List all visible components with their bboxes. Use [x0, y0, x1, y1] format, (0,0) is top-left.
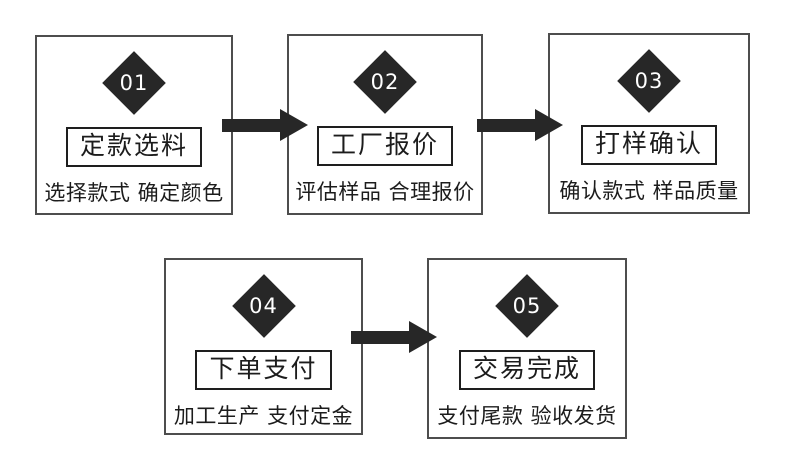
- step-5-title: 交易完成: [458, 350, 595, 390]
- step-2-title: 工厂报价: [316, 126, 453, 166]
- arrow-right-icon: [351, 321, 437, 353]
- step-4-subtitle: 加工生产 支付定金: [173, 403, 354, 428]
- step-4-number-badge: 04: [231, 273, 297, 339]
- step-box-1: 01 定款选料 选择款式 确定颜色: [35, 35, 233, 215]
- arrow-right-icon: [477, 109, 563, 141]
- step-1-number-badge: 01: [101, 50, 167, 116]
- step-box-2: 02 工厂报价 评估样品 合理报价: [287, 34, 483, 215]
- step-1-subtitle: 选择款式 确定颜色: [44, 180, 224, 205]
- step-number: 01: [119, 70, 149, 95]
- step-4-title: 下单支付: [195, 350, 332, 390]
- step-number: 04: [249, 293, 278, 318]
- step-2-number-badge: 02: [352, 49, 418, 115]
- step-1-title: 定款选料: [65, 127, 202, 167]
- step-3-subtitle: 确认款式 样品质量: [559, 178, 739, 203]
- step-3-title: 打样确认: [580, 125, 717, 165]
- step-3-number-badge: 03: [616, 48, 682, 114]
- step-box-3: 03 打样确认 确认款式 样品质量: [548, 33, 750, 214]
- step-number: 05: [512, 293, 542, 318]
- step-box-4: 04 下单支付 加工生产 支付定金: [164, 258, 363, 435]
- arrow-right-icon: [222, 109, 308, 141]
- step-5-number-badge: 05: [494, 273, 560, 339]
- step-number: 03: [634, 68, 664, 93]
- step-number: 02: [370, 69, 400, 94]
- step-2-subtitle: 评估样品 合理报价: [295, 179, 475, 204]
- step-box-5: 05 交易完成 支付尾款 验收发货: [427, 258, 627, 439]
- step-5-subtitle: 支付尾款 验收发货: [437, 403, 617, 428]
